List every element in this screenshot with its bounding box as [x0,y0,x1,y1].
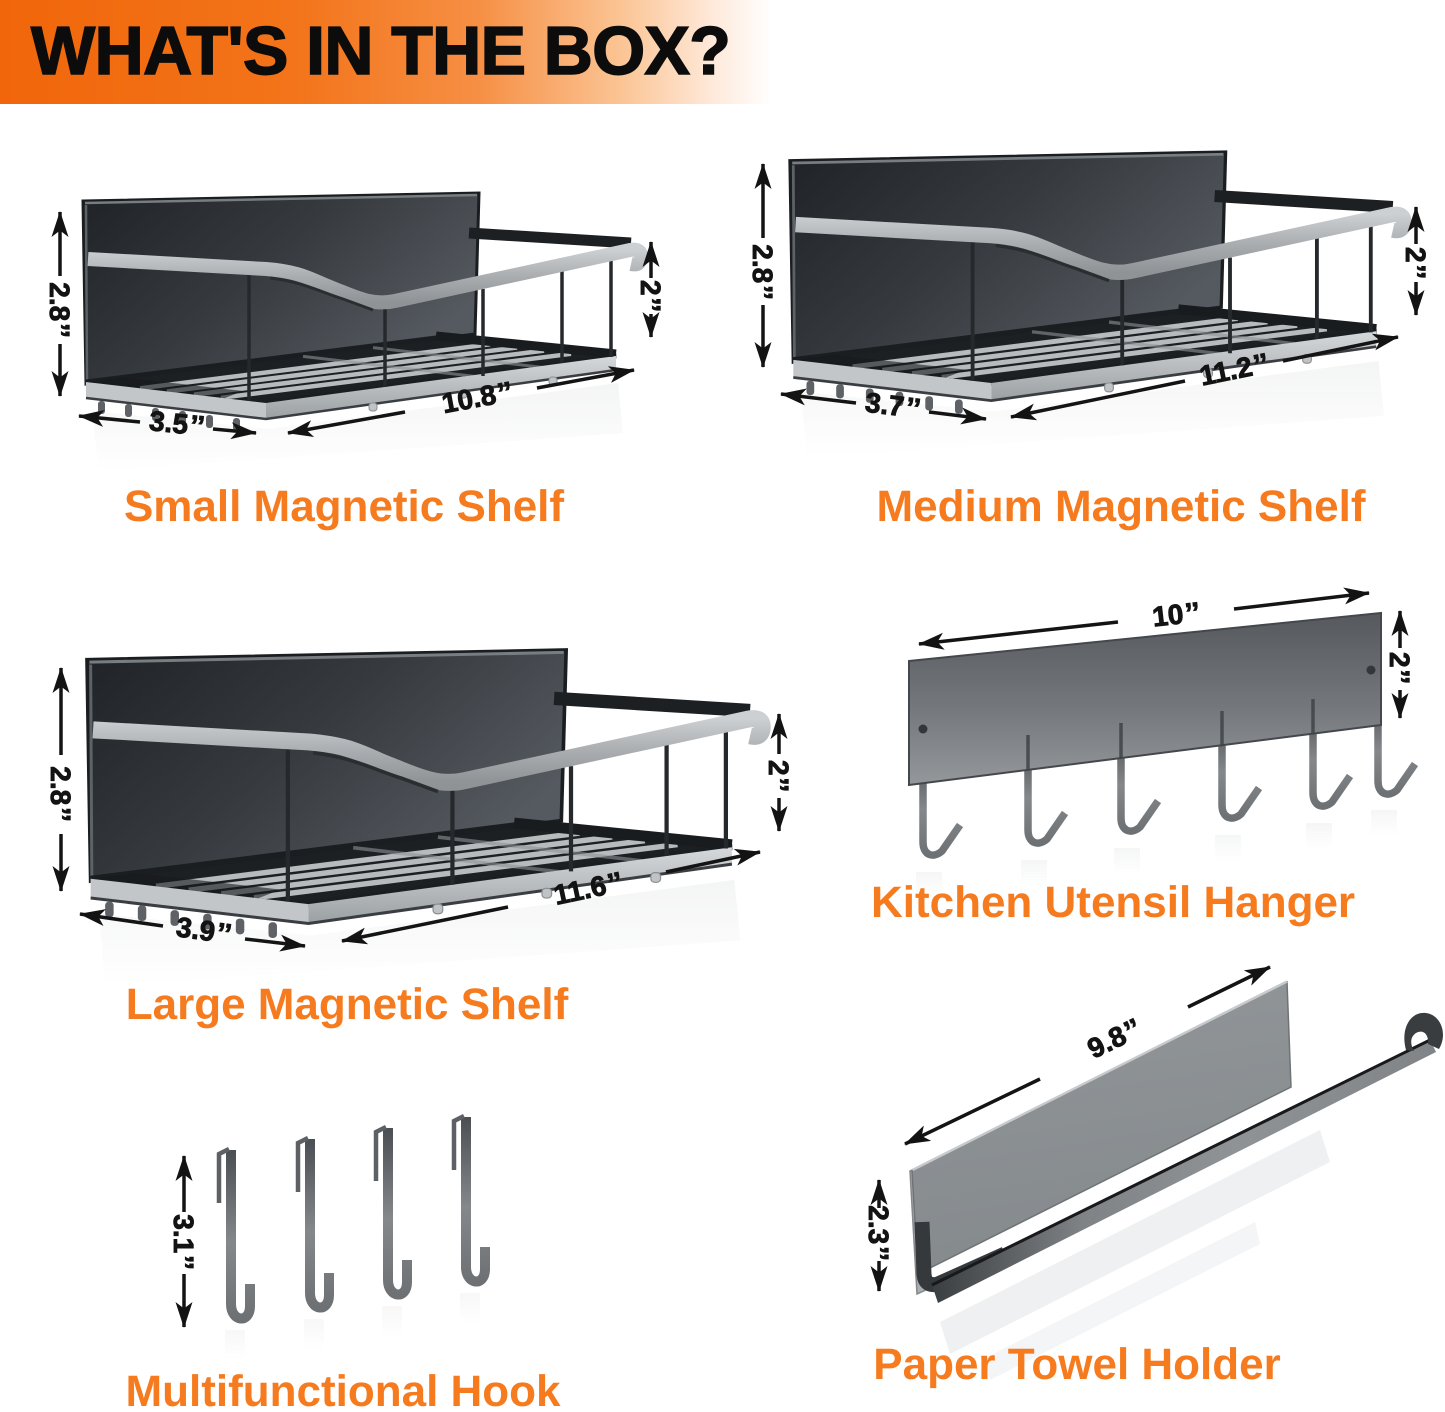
svg-text:10’’: 10’’ [1151,596,1202,632]
svg-text:2.8’’: 2.8’’ [45,766,76,821]
svg-text:2.8’’: 2.8’’ [747,244,778,299]
svg-text:3.1’’: 3.1’’ [168,1214,199,1269]
svg-text:2.3’’: 2.3’’ [863,1205,894,1260]
svg-text:2.8’’: 2.8’’ [44,282,75,337]
svg-text:2’’: 2’’ [1400,247,1431,279]
svg-text:2’’: 2’’ [1384,652,1415,684]
svg-text:3.7’’: 3.7’’ [864,387,923,425]
svg-text:2’’: 2’’ [763,760,794,792]
svg-text:2’’: 2’’ [635,280,666,312]
svg-text:3.5’’: 3.5’’ [148,405,206,442]
svg-text:3.9’’: 3.9’’ [174,911,233,949]
